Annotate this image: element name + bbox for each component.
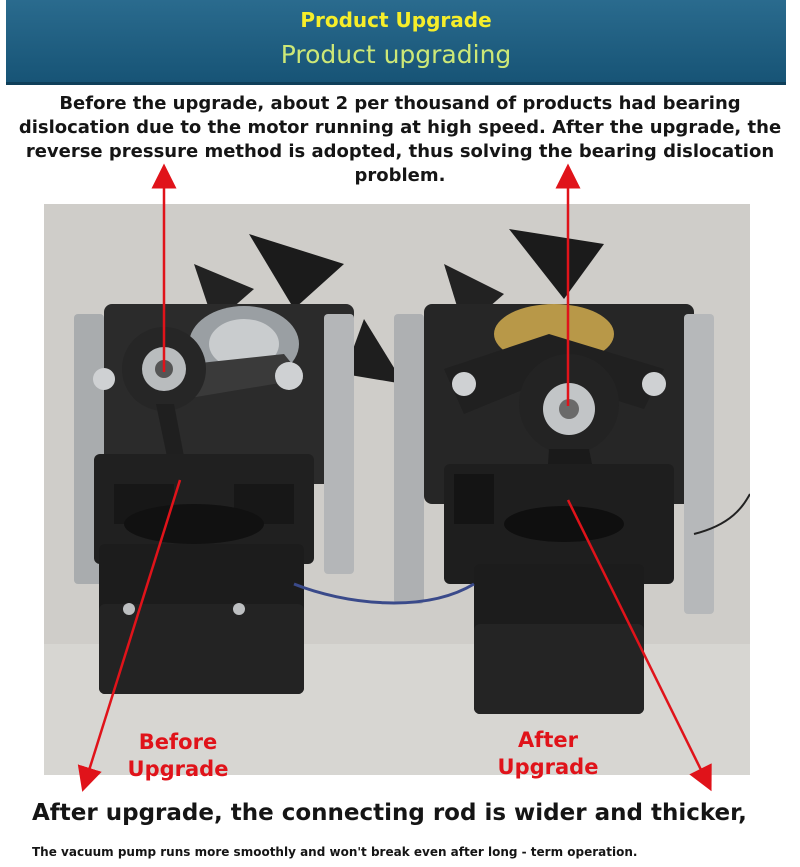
footer-note: The vacuum pump runs more smoothly and w… — [32, 845, 638, 859]
header-banner: Product Upgrade Product upgrading — [6, 0, 786, 85]
before-label-line2: Upgrade — [127, 757, 229, 781]
after-upgrade-label: After Upgrade — [488, 727, 608, 781]
pump-illustration — [44, 204, 750, 775]
after-label-line1: After — [517, 728, 579, 752]
before-label-line1: Before — [138, 730, 218, 754]
footer-headline: After upgrade, the connecting rod is wid… — [32, 800, 747, 826]
intro-text: Before the upgrade, about 2 per thousand… — [18, 93, 782, 186]
banner-subtitle: Product upgrading — [280, 40, 512, 69]
after-label-line2: Upgrade — [497, 755, 599, 779]
product-photo — [44, 204, 750, 775]
before-upgrade-label: Before Upgrade — [118, 729, 238, 783]
banner-title: Product Upgrade — [300, 8, 492, 32]
